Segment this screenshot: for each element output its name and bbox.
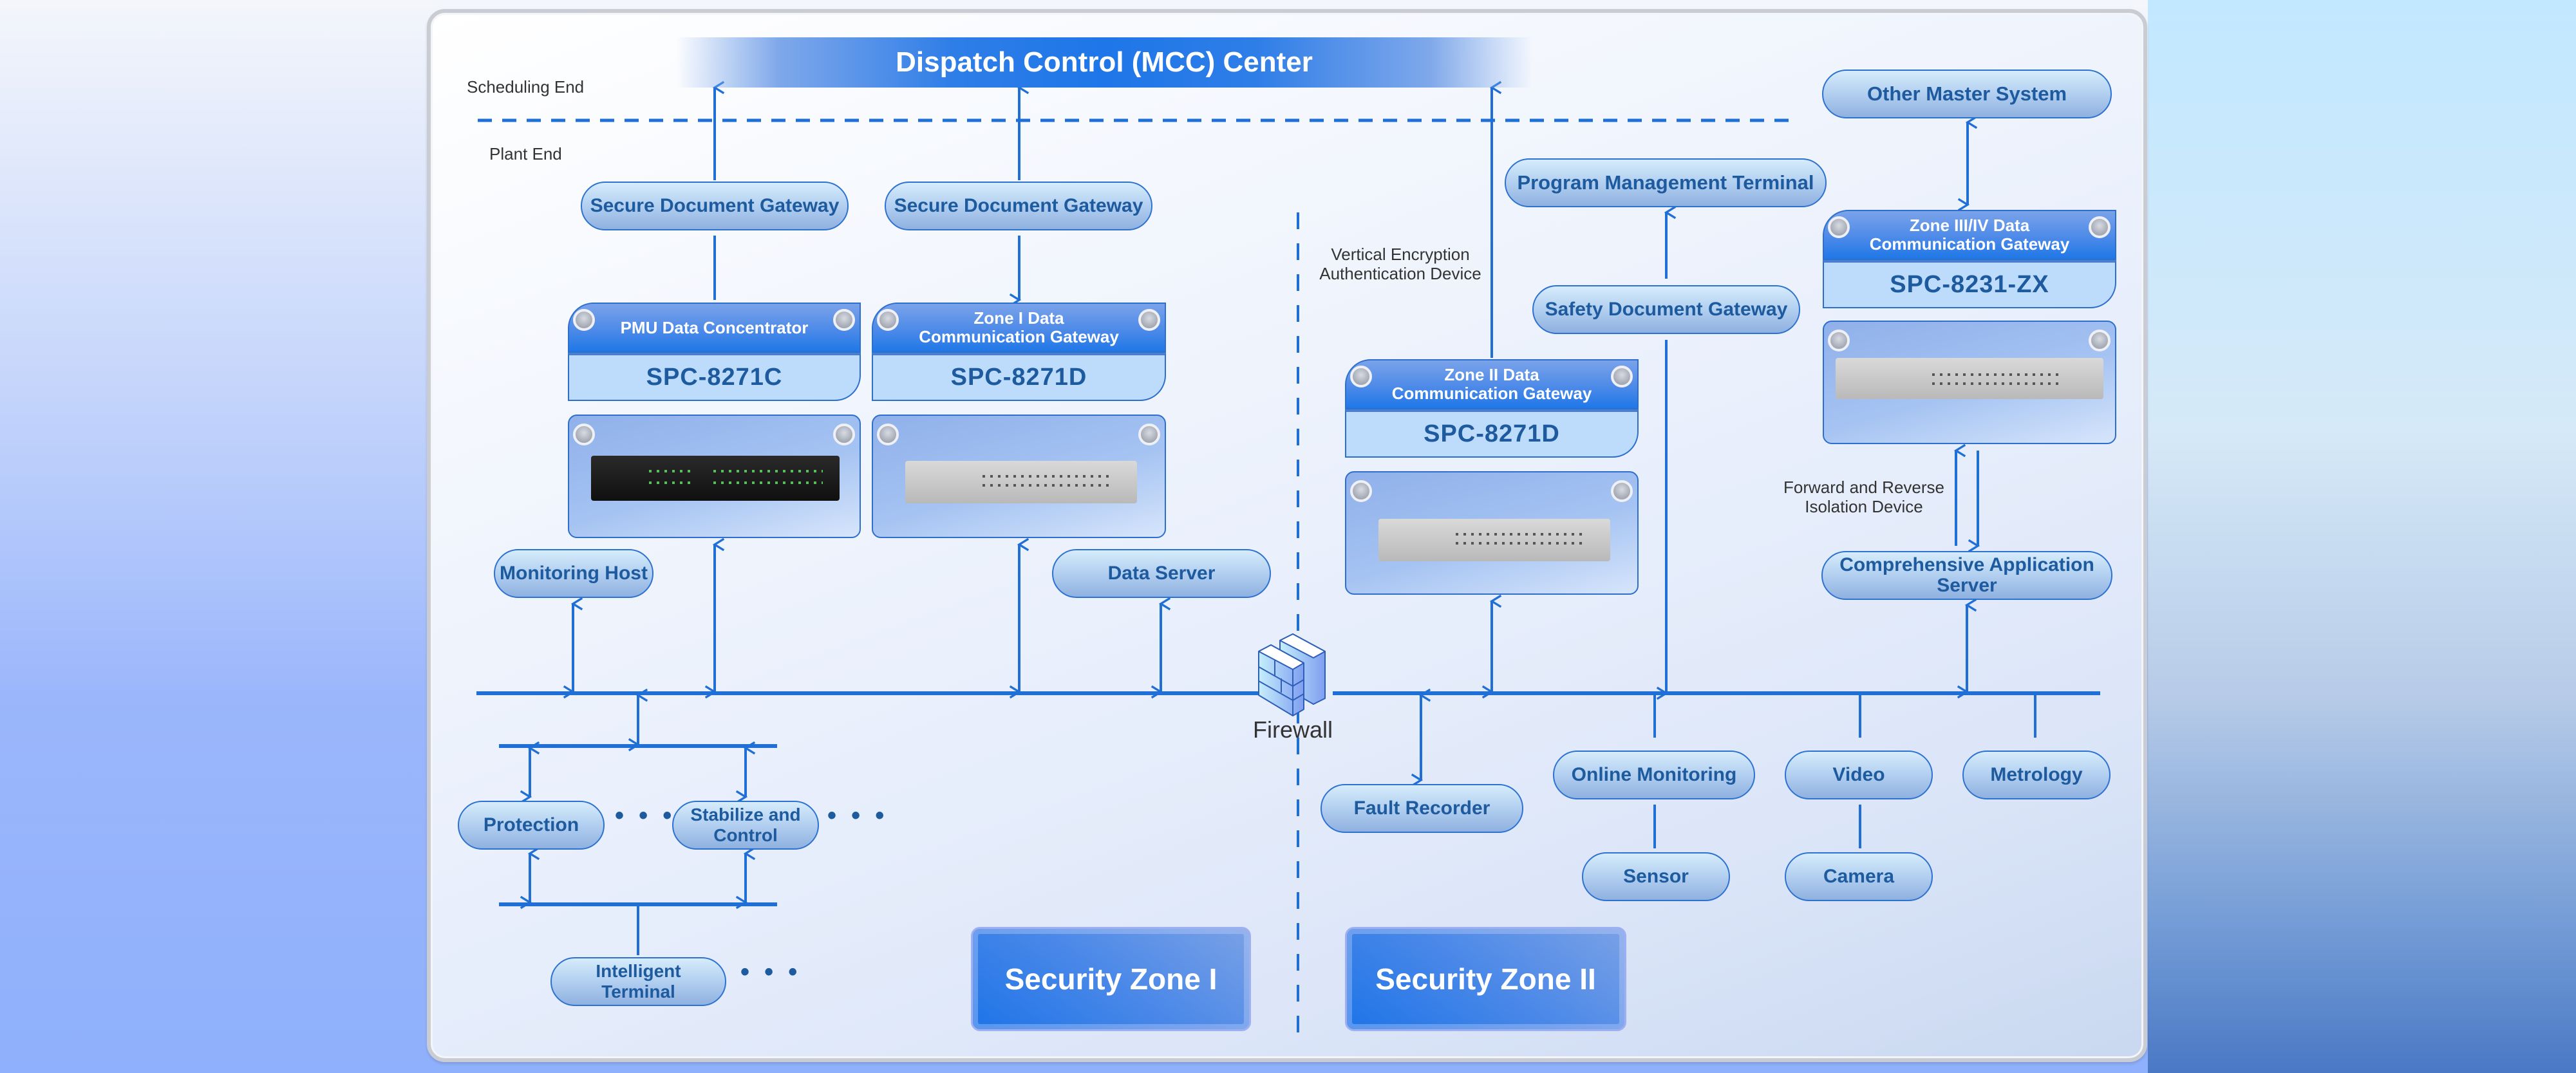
rivet-icon bbox=[2089, 216, 2111, 238]
device-model: SPC-8271D bbox=[1345, 409, 1639, 458]
stabilize-control-node[interactable]: Stabilize and Control bbox=[672, 801, 819, 850]
device-photo-silver-chassis bbox=[905, 461, 1137, 503]
secure-document-gateway-2[interactable]: Secure Document Gateway bbox=[885, 182, 1152, 230]
firewall-icon bbox=[1258, 633, 1326, 716]
ellipsis-icon: • • • bbox=[827, 801, 888, 830]
led-row bbox=[1456, 533, 1584, 536]
led-row bbox=[649, 481, 694, 484]
device-model: SPC-8271C bbox=[568, 353, 861, 401]
rivet-icon bbox=[1828, 216, 1850, 238]
security-zone-1-badge: Security Zone I bbox=[971, 927, 1251, 1031]
led-row bbox=[713, 470, 823, 472]
dispatch-control-center: Dispatch Control (MCC) Center bbox=[676, 37, 1532, 88]
led-row bbox=[649, 470, 694, 472]
device-title: Zone I Data Communication Gateway bbox=[872, 303, 1166, 353]
rivet-icon bbox=[1611, 366, 1633, 387]
scheduling-end-label: Scheduling End bbox=[467, 77, 585, 97]
firewall-label: Firewall bbox=[1253, 716, 1333, 743]
rivet-icon bbox=[877, 424, 899, 445]
vertical-encryption-label: Vertical Encryption Authentication Devic… bbox=[1319, 245, 1481, 283]
monitoring-host[interactable]: Monitoring Host bbox=[494, 549, 653, 598]
device-card-pmu[interactable]: PMU Data Concentrator SPC-8271C bbox=[568, 303, 861, 538]
device-photo-silver-chassis bbox=[1378, 519, 1610, 561]
intelligent-terminal-node[interactable]: Intelligent Terminal bbox=[550, 957, 726, 1006]
device-title: Zone III/IV Data Communication Gateway bbox=[1823, 210, 2116, 260]
comprehensive-application-server[interactable]: Comprehensive Application Server bbox=[1821, 551, 2112, 600]
isolation-device-label: Forward and Reverse Isolation Device bbox=[1783, 478, 1944, 516]
device-image-frame bbox=[568, 415, 861, 538]
plant-end-label: Plant End bbox=[489, 144, 562, 163]
rivet-icon bbox=[833, 309, 855, 331]
device-title: PMU Data Concentrator bbox=[568, 303, 861, 353]
rivet-icon bbox=[1138, 424, 1160, 445]
led-row bbox=[1932, 373, 2061, 376]
online-monitoring-node[interactable]: Online Monitoring bbox=[1553, 751, 1755, 799]
rivet-icon bbox=[2089, 330, 2111, 351]
fault-recorder-node[interactable]: Fault Recorder bbox=[1321, 784, 1523, 833]
device-title: Zone II Data Communication Gateway bbox=[1345, 359, 1639, 409]
device-photo-silver-chassis bbox=[1836, 358, 2103, 399]
rivet-icon bbox=[833, 424, 855, 445]
rivet-icon bbox=[1828, 330, 1850, 351]
program-management-terminal[interactable]: Program Management Terminal bbox=[1505, 158, 1827, 207]
device-card-zone2-gateway[interactable]: Zone II Data Communication Gateway SPC-8… bbox=[1345, 359, 1639, 595]
device-model: SPC-8271D bbox=[872, 353, 1166, 401]
sensor-node[interactable]: Sensor bbox=[1582, 852, 1730, 901]
ellipsis-icon: • • • bbox=[740, 958, 802, 986]
led-row bbox=[982, 484, 1111, 487]
safety-document-gateway[interactable]: Safety Document Gateway bbox=[1532, 285, 1800, 334]
device-image-frame bbox=[872, 415, 1166, 538]
rivet-icon bbox=[573, 424, 595, 445]
device-image-frame bbox=[1345, 471, 1639, 595]
device-card-zone34-gateway[interactable]: Zone III/IV Data Communication Gateway S… bbox=[1823, 210, 2116, 444]
other-master-system[interactable]: Other Master System bbox=[1822, 70, 2112, 118]
led-row bbox=[1932, 382, 2061, 385]
device-card-zone1-gateway[interactable]: Zone I Data Communication Gateway SPC-82… bbox=[872, 303, 1166, 538]
device-photo-dark-chassis bbox=[591, 456, 840, 501]
data-server[interactable]: Data Server bbox=[1052, 549, 1271, 598]
rivet-icon bbox=[1611, 480, 1633, 502]
secure-document-gateway-1[interactable]: Secure Document Gateway bbox=[581, 182, 849, 230]
device-model: SPC-8231-ZX bbox=[1823, 260, 2116, 308]
rivet-icon bbox=[1138, 309, 1160, 331]
rivet-icon bbox=[1350, 366, 1372, 387]
metrology-node[interactable]: Metrology bbox=[1962, 751, 2111, 799]
rivet-icon bbox=[1350, 480, 1372, 502]
camera-node[interactable]: Camera bbox=[1785, 852, 1933, 901]
security-zone-2-badge: Security Zone II bbox=[1345, 927, 1626, 1031]
led-row bbox=[713, 481, 823, 484]
rivet-icon bbox=[877, 309, 899, 331]
rivet-icon bbox=[573, 309, 595, 331]
ellipsis-icon: • • • bbox=[615, 801, 676, 830]
protection-node[interactable]: Protection bbox=[458, 801, 605, 850]
led-row bbox=[1456, 542, 1584, 545]
background-right bbox=[2148, 0, 2576, 1073]
device-image-frame bbox=[1823, 321, 2116, 444]
led-row bbox=[982, 475, 1111, 478]
video-node[interactable]: Video bbox=[1785, 751, 1933, 799]
